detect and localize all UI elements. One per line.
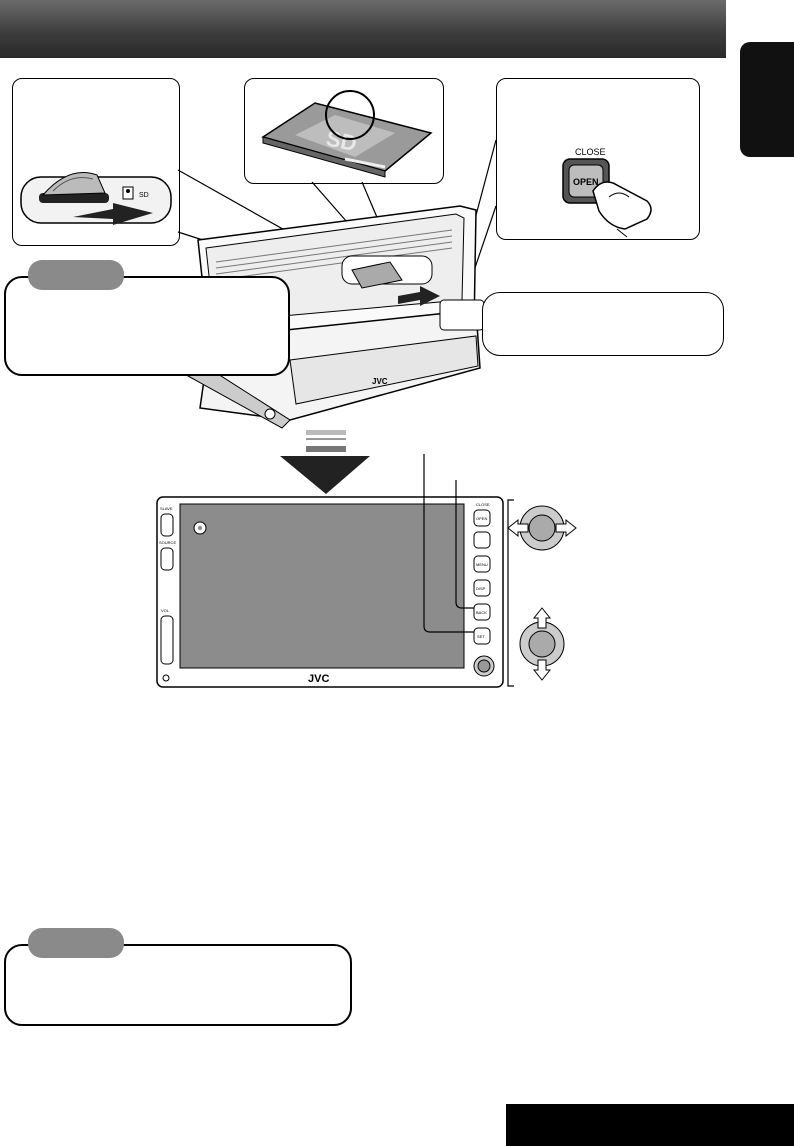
arrow-left-icon — [507, 518, 529, 538]
arrow-down-icon — [532, 659, 552, 681]
right-btn-open: OPEN — [476, 516, 487, 521]
language-tab — [740, 42, 794, 157]
right-btn-back: BACK — [476, 610, 487, 615]
right-btn-disp: DISP — [476, 586, 486, 591]
note-tag-1 — [28, 260, 124, 290]
card-slot-illustration: SD — [20, 172, 172, 225]
callout-open-button: CLOSE OPEN — [496, 78, 700, 240]
unit-brand: JVC — [308, 673, 329, 685]
arrow-up-icon — [532, 607, 552, 629]
left-btn-slave: SLAVE — [160, 506, 173, 511]
callout-sd-card: SD — [244, 78, 444, 184]
arrow-right-icon — [555, 518, 577, 538]
control-stick-illustrations — [507, 499, 577, 687]
sd-card-logo: SD — [324, 125, 359, 156]
right-btn-menu: MENU — [476, 562, 488, 567]
left-btn-vol: VOL — [161, 608, 170, 613]
right-btn-set: SET — [477, 634, 485, 639]
close-label: CLOSE — [575, 147, 606, 157]
transition-arrow — [280, 446, 457, 500]
footer-block — [506, 1104, 794, 1146]
callout-right-note — [482, 292, 724, 356]
head-unit-front: SLAVE SOURCE VOL CLOSE OPEN MENU DISP BA… — [156, 496, 504, 688]
callout-card-slot: SD — [12, 78, 180, 246]
panel-brand: JVC — [372, 377, 388, 386]
note-box-1 — [4, 276, 290, 376]
header-bar — [0, 0, 726, 58]
right-label-close: CLOSE — [476, 502, 490, 507]
open-label: OPEN — [573, 177, 599, 187]
left-btn-source: SOURCE — [159, 540, 176, 545]
slot-sd-label: SD — [139, 192, 149, 199]
open-button-illustration: CLOSE OPEN — [562, 147, 652, 238]
sd-card-illustration: SD — [261, 90, 433, 178]
note-tag-2 — [28, 928, 124, 958]
